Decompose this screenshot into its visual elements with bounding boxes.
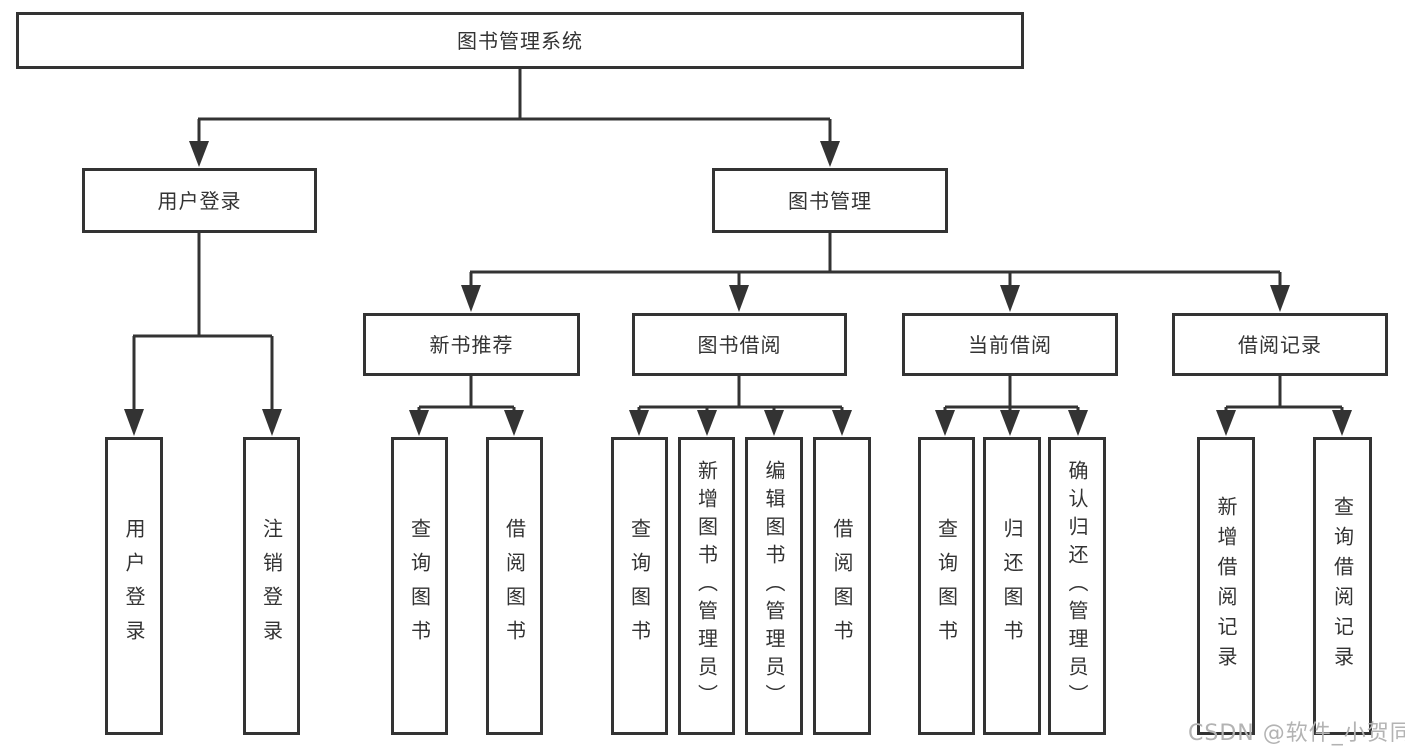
node-label: 新增图书（管理员） [694, 460, 719, 712]
node-book-management-group: 图书管理 [712, 168, 948, 233]
leaf-add-books-admin: 新增图书（管理员） [678, 437, 735, 735]
node-label: 借阅图书 [502, 518, 527, 654]
node-label: 借阅记录 [1238, 332, 1322, 357]
leaf-confirm-return-admin: 确认归还（管理员） [1048, 437, 1106, 735]
node-label: 借阅图书 [830, 518, 854, 654]
node-label: 图书管理 [788, 188, 872, 213]
leaf-edit-books-admin: 编辑图书（管理员） [745, 437, 803, 735]
node-borrow-records: 借阅记录 [1172, 313, 1388, 376]
leaf-user-login: 用户登录 [105, 437, 163, 735]
node-user-login-group: 用户登录 [82, 168, 317, 233]
node-current-borrow: 当前借阅 [902, 313, 1118, 376]
node-label: 用户登录 [122, 518, 146, 654]
leaf-query-borrow-record: 查询借阅记录 [1313, 437, 1372, 735]
csdn-watermark: CSDN @软件_小贺同学 [1188, 721, 1405, 746]
leaf-borrow-query-books: 查询图书 [611, 437, 668, 735]
node-label: 编辑图书（管理员） [762, 460, 786, 712]
leaf-add-borrow-record: 新增借阅记录 [1197, 437, 1255, 735]
leaf-logout: 注销登录 [243, 437, 300, 735]
node-label: 新书推荐 [429, 332, 514, 357]
leaf-current-query-books: 查询图书 [918, 437, 975, 735]
node-label: 查询借阅记录 [1330, 496, 1355, 676]
node-library-management-system: 图书管理系统 [16, 12, 1024, 69]
node-label: 查询图书 [407, 518, 432, 654]
leaf-borrow-books: 借阅图书 [813, 437, 871, 735]
leaf-recommend-query-books: 查询图书 [391, 437, 448, 735]
node-label: 归还图书 [1000, 518, 1024, 654]
node-label: 图书借阅 [697, 332, 782, 357]
node-new-book-recommend: 新书推荐 [363, 313, 580, 376]
node-label: 注销登录 [259, 518, 284, 654]
node-label: 确认归还（管理员） [1065, 460, 1089, 712]
node-label: 图书管理系统 [457, 28, 583, 53]
node-label: 查询图书 [934, 518, 959, 654]
node-label: 查询图书 [627, 518, 652, 654]
leaf-return-books: 归还图书 [983, 437, 1041, 735]
node-book-borrow: 图书借阅 [632, 313, 847, 376]
node-label: 用户登录 [157, 188, 242, 213]
node-label: 当前借阅 [968, 332, 1052, 357]
node-label: 新增借阅记录 [1214, 496, 1238, 676]
leaf-recommend-borrow-books: 借阅图书 [486, 437, 543, 735]
